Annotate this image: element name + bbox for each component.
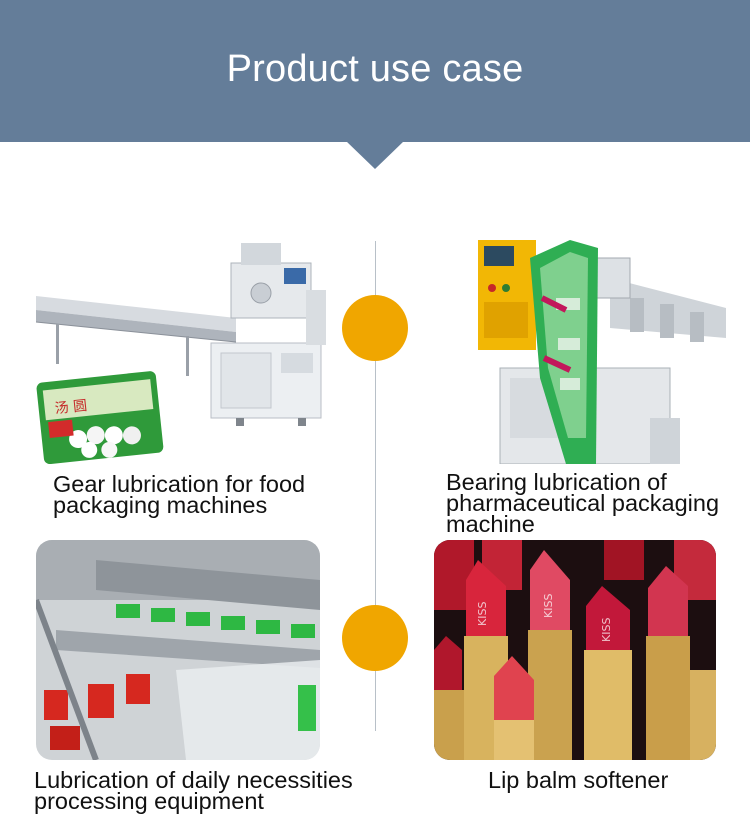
case-caption-daily-necessities: Lubrication of daily necessities process…: [34, 767, 353, 814]
case-caption-lip-balm: Lip balm softener: [488, 767, 669, 793]
lipstick-brand-text: KISS: [476, 602, 489, 626]
lipstick-image: KISS KISS KISS: [434, 540, 716, 760]
case-caption-pharmaceutical: Bearing lubrication of pharmaceutical pa…: [446, 469, 720, 537]
banner-pointer: [346, 141, 404, 169]
package-label: 汤 圆: [54, 398, 88, 417]
food-packaging-machine-image: 汤 圆: [36, 238, 326, 464]
daily-necessities-equipment-image: [36, 540, 320, 760]
lipstick-brand-text: KISS: [600, 618, 613, 642]
timeline-dot-top: [342, 295, 408, 361]
center-divider: [375, 241, 376, 731]
page-title: Product use case: [226, 48, 524, 90]
header-banner: Product use case: [0, 0, 750, 142]
lipstick-brand-text: KISS: [542, 594, 555, 618]
pharmaceutical-packaging-machine-image: [470, 238, 726, 464]
timeline-dot-bottom: [342, 605, 408, 671]
case-caption-food: Gear lubrication for food packaging mach…: [53, 471, 306, 518]
